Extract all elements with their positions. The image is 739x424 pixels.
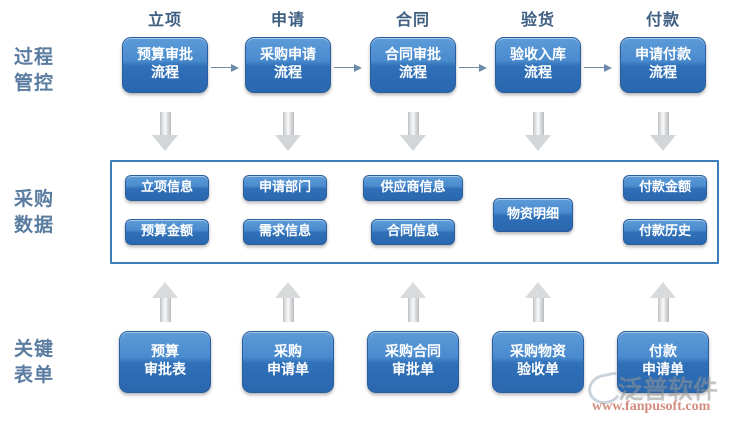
down-arrow-icon-2 xyxy=(275,112,301,152)
process-box-line: 预算审批 xyxy=(137,47,193,64)
connector-arrow-icon-4 xyxy=(584,63,614,73)
data-box-label: 预算金额 xyxy=(140,223,193,239)
process-box-line: 流程 xyxy=(274,65,302,81)
down-arrow-icon-5 xyxy=(650,112,676,152)
data-box-payment-amount[interactable]: 付款金额 xyxy=(623,175,707,201)
process-box-line: 流程 xyxy=(649,65,677,81)
data-box-label: 付款金额 xyxy=(638,179,691,195)
form-box-line: 预算 xyxy=(151,344,179,361)
data-box-label: 物资明细 xyxy=(506,206,559,222)
data-box-label: 合同信息 xyxy=(386,223,439,239)
up-arrow-icon-4 xyxy=(525,282,551,322)
form-box-line: 付款 xyxy=(649,344,677,361)
process-box-payment-request[interactable]: 申请付款 流程 xyxy=(620,37,706,93)
form-box-purchase-contract-approval[interactable]: 采购合同 审批单 xyxy=(367,331,459,393)
data-box-material-detail[interactable]: 物资明细 xyxy=(493,198,573,232)
down-arrow-icon-3 xyxy=(400,112,426,152)
up-arrow-icon-5 xyxy=(650,282,676,322)
form-box-line: 申请单 xyxy=(267,362,309,378)
form-box-budget-approval-form[interactable]: 预算 审批表 xyxy=(119,331,211,393)
row-label-purchase-data: 采购 数据 xyxy=(14,186,106,238)
data-box-label: 申请部门 xyxy=(258,179,311,195)
form-box-line: 申请单 xyxy=(642,362,684,378)
process-box-line: 流程 xyxy=(399,65,427,81)
row-label-line: 管控 xyxy=(14,72,55,94)
stage-caption-lixiang: 立项 xyxy=(147,10,182,29)
data-box-label: 立项信息 xyxy=(140,179,193,195)
watermark-url: www.fanpusoft.com xyxy=(592,399,711,414)
form-box-line: 验收单 xyxy=(517,362,559,378)
connector-arrow-icon-3 xyxy=(459,63,489,73)
row-label-line: 采购 xyxy=(14,188,55,210)
form-box-line: 采购 xyxy=(274,344,302,361)
data-box-project-info[interactable]: 立项信息 xyxy=(125,175,209,201)
row-label-key-forms: 关键 表单 xyxy=(14,336,106,388)
up-arrow-icon-2 xyxy=(275,282,301,322)
form-box-payment-request-form[interactable]: 付款 申请单 xyxy=(617,331,709,393)
stage-caption-fukuan: 付款 xyxy=(645,10,680,29)
form-box-line: 审批表 xyxy=(144,362,186,378)
process-box-purchase-request[interactable]: 采购申请 流程 xyxy=(245,37,331,93)
row-label-line: 过程 xyxy=(14,46,55,68)
form-box-material-acceptance[interactable]: 采购物资 验收单 xyxy=(492,331,584,393)
process-box-receipt-storage[interactable]: 验收入库 流程 xyxy=(495,37,581,93)
data-box-payment-history[interactable]: 付款历史 xyxy=(623,219,707,245)
form-box-line: 审批单 xyxy=(392,362,434,378)
data-box-budget-amount[interactable]: 预算金额 xyxy=(125,219,209,245)
connector-arrow-icon-1 xyxy=(211,63,241,73)
data-box-request-department[interactable]: 申请部门 xyxy=(243,175,327,201)
process-box-line: 合同审批 xyxy=(385,47,441,64)
row-label-line: 表单 xyxy=(14,364,55,386)
process-box-contract-approval[interactable]: 合同审批 流程 xyxy=(370,37,456,93)
data-box-contract-info[interactable]: 合同信息 xyxy=(371,219,455,245)
row-label-line: 数据 xyxy=(14,214,55,236)
process-box-line: 流程 xyxy=(524,65,552,81)
form-box-purchase-request-form[interactable]: 采购 申请单 xyxy=(242,331,334,393)
data-box-label: 付款历史 xyxy=(638,223,691,239)
process-box-line: 申请付款 xyxy=(635,47,691,64)
data-box-label: 供应商信息 xyxy=(380,179,446,195)
form-box-line: 采购合同 xyxy=(385,344,441,361)
down-arrow-icon-4 xyxy=(525,112,551,152)
row-label-line: 关键 xyxy=(14,338,55,360)
data-box-demand-info[interactable]: 需求信息 xyxy=(243,219,327,245)
process-box-line: 流程 xyxy=(151,65,179,81)
data-box-supplier-info[interactable]: 供应商信息 xyxy=(363,175,463,201)
row-label-process-control: 过程 管控 xyxy=(14,44,106,96)
data-box-label: 需求信息 xyxy=(258,223,311,239)
process-box-line: 验收入库 xyxy=(510,47,566,64)
stage-caption-hetong: 合同 xyxy=(395,10,430,29)
process-box-budget-approval[interactable]: 预算审批 流程 xyxy=(122,37,208,93)
process-box-line: 采购申请 xyxy=(260,47,316,64)
down-arrow-icon-1 xyxy=(152,112,178,152)
up-arrow-icon-1 xyxy=(152,282,178,322)
stage-caption-shenqing: 申请 xyxy=(270,10,305,29)
form-box-line: 采购物资 xyxy=(510,344,566,361)
up-arrow-icon-3 xyxy=(400,282,426,322)
stage-caption-yanhuo: 验货 xyxy=(520,10,555,29)
connector-arrow-icon-2 xyxy=(334,63,364,73)
